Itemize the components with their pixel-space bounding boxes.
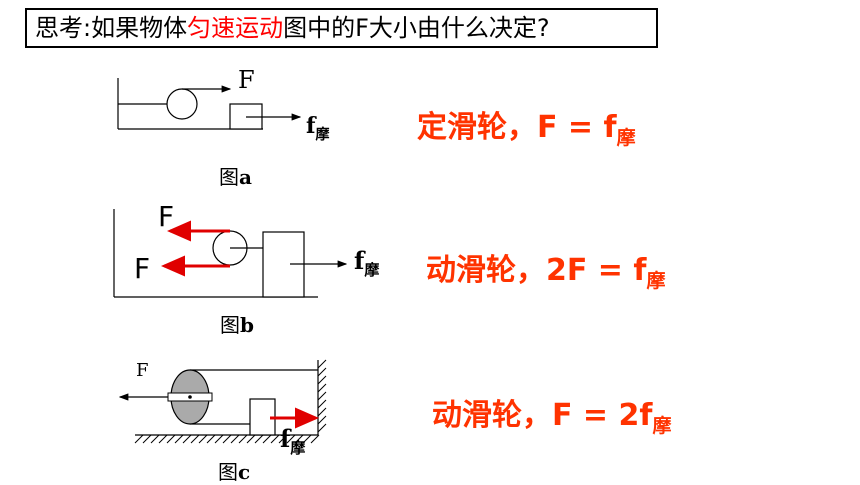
- equation-movable-pulley-c: 动滑轮，F = 2f摩: [432, 390, 671, 438]
- figure-b-friction-label: f摩: [354, 246, 379, 280]
- equation-sub: 摩: [652, 415, 672, 437]
- figure-c-caption: 图c: [218, 456, 250, 485]
- title-highlight: 匀速运动: [187, 14, 284, 42]
- figure-b-diagram: [113, 209, 348, 298]
- question-title: 思考:如果物体匀速运动图中的F大小由什么决定?: [25, 8, 658, 48]
- caption-prefix: 图: [219, 165, 239, 189]
- figure-b-force-label-bottom: F: [134, 252, 151, 285]
- caption-letter: c: [238, 460, 251, 484]
- title-suffix: 图中的F大小由什么决定?: [283, 14, 550, 42]
- caption-prefix: 图: [218, 460, 238, 484]
- title-prefix: 思考:如果物体: [35, 14, 188, 42]
- equation-main: 动滑轮，2F = f: [426, 253, 647, 288]
- figure-b-force-label-top: F: [158, 200, 175, 233]
- figure-a-force-label: F: [238, 66, 255, 94]
- equation-main: 动滑轮，F = 2f: [432, 398, 653, 433]
- figure-a-caption: 图a: [219, 161, 252, 190]
- figure-a-diagram: [117, 78, 302, 130]
- figure-b-caption: 图b: [220, 309, 254, 338]
- equation-sub: 摩: [646, 270, 666, 292]
- caption-prefix: 图: [220, 313, 240, 337]
- equation-movable-pulley-b: 动滑轮，2F = f摩: [426, 245, 665, 293]
- figure-a-friction-label: f摩: [306, 113, 329, 144]
- figure-c-friction-label: f摩: [280, 424, 305, 458]
- friction-sub: 摩: [315, 127, 330, 143]
- friction-f: f: [354, 246, 365, 275]
- caption-letter: b: [240, 313, 254, 337]
- friction-sub: 摩: [290, 439, 306, 457]
- equation-fixed-pulley: 定滑轮，F = f摩: [417, 102, 636, 150]
- caption-letter: a: [239, 165, 252, 189]
- figure-c-force-label: F: [136, 360, 149, 381]
- friction-sub: 摩: [364, 261, 380, 279]
- equation-main: 定滑轮，F = f: [417, 110, 617, 145]
- friction-f: f: [306, 113, 316, 139]
- figure-c-diagram: [118, 359, 327, 444]
- friction-f: f: [280, 424, 291, 453]
- equation-sub: 摩: [616, 127, 636, 149]
